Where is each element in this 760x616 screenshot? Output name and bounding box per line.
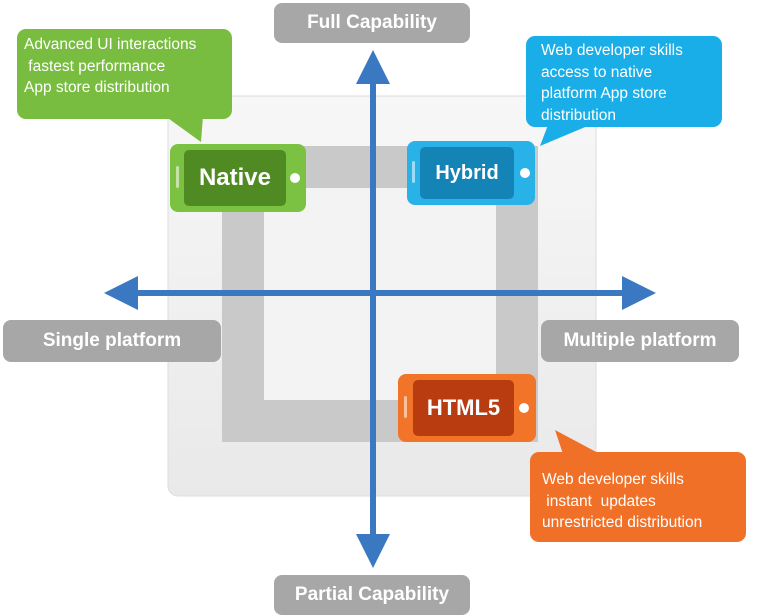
hybrid-note: access to native <box>541 63 653 81</box>
html5-note: Web developer skills <box>542 471 684 488</box>
phone-speaker-icon <box>176 166 179 188</box>
hybrid-phone: Hybrid <box>407 141 535 205</box>
html5-callout: Web developer skills instant updates unr… <box>530 452 746 542</box>
phone-home-button-icon <box>520 168 530 178</box>
bubble-html5-tail <box>555 430 600 454</box>
native-callout: Advanced UI interactions fastest perform… <box>17 29 232 119</box>
phone-home-button-icon <box>290 173 300 183</box>
vertical-axis-arrow <box>356 50 390 568</box>
axis-label-single-platform: Single platform <box>3 320 221 362</box>
html5-phone: HTML5 <box>398 374 536 442</box>
hybrid-note: Web developer skills <box>541 42 683 59</box>
hybrid-label: Hybrid <box>420 147 514 199</box>
html5-note: unrestricted distribution <box>542 514 703 531</box>
html5-note: instant updates <box>542 492 656 510</box>
native-note: fastest performance <box>24 57 166 75</box>
phone-speaker-icon <box>404 396 407 418</box>
bubble-hybrid-tail <box>540 125 590 146</box>
phone-speaker-icon <box>412 161 415 183</box>
phone-home-button-icon <box>519 403 529 413</box>
native-note: Advanced UI interactions <box>24 36 197 53</box>
hybrid-note: distribution <box>541 106 616 124</box>
bubble-native-tail <box>165 116 203 142</box>
html5-label: HTML5 <box>413 380 514 436</box>
hybrid-callout: Web developer skills access to native pl… <box>526 36 722 127</box>
hybrid-note: platform App store <box>541 85 667 102</box>
horizontal-axis-arrow <box>104 276 656 310</box>
axis-label-full-capability: Full Capability <box>274 3 470 43</box>
native-phone: Native <box>170 144 306 212</box>
axis-label-multiple-platform: Multiple platform <box>541 320 739 362</box>
native-label: Native <box>184 150 286 206</box>
axis-label-partial-capability: Partial Capability <box>274 575 470 615</box>
native-note: App store distribution <box>24 79 170 96</box>
